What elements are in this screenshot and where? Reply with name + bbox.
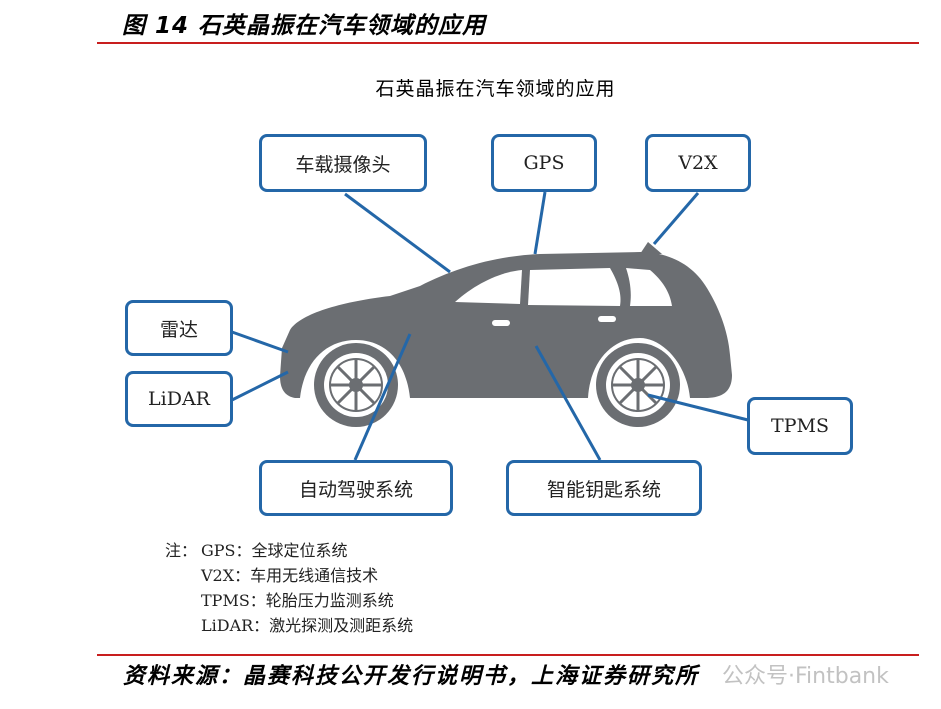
front-window (455, 270, 522, 304)
door-handle-front (492, 320, 510, 326)
label-tpms: TPMS (747, 397, 853, 455)
connector-radar (231, 330, 289, 354)
rear-window (528, 268, 621, 306)
connector-autonomous (353, 333, 412, 461)
figure-title: 图 14 石英晶振在汽车领域的应用 (122, 13, 487, 39)
note-row: LiDAR ：激光探测及测距系统 (165, 613, 413, 638)
label-smart-key: 智能钥匙系统 (506, 460, 702, 516)
front-wheel (314, 343, 398, 427)
note-prefix: 注： (165, 541, 198, 560)
label-camera: 车载摄像头 (259, 134, 427, 192)
note-row: 注： GPS ：全球定位系统 (165, 538, 413, 563)
connector-smart-key (534, 345, 602, 461)
label-v2x: V2X (645, 134, 751, 192)
watermark: 公众号·Fintbank (722, 664, 889, 689)
rear-wheel (596, 343, 680, 427)
back-window (626, 268, 672, 306)
diagram-title: 石英晶振在汽车领域的应用 (375, 78, 616, 100)
note-row: V2X ：车用无线通信技术 (165, 563, 413, 588)
note-term: LiDAR (201, 616, 254, 635)
title-rule (97, 42, 919, 44)
antenna-fin (640, 242, 662, 254)
connector-gps (533, 191, 547, 255)
label-autonomous: 自动驾驶系统 (259, 460, 453, 516)
note-desc: ：全球定位系统 (235, 541, 348, 560)
notes: 注： GPS ：全球定位系统 V2X ：车用无线通信技术 TPMS ：轮胎压力监… (165, 538, 413, 638)
connector-camera (344, 192, 451, 274)
label-gps: GPS (491, 134, 597, 192)
connector-v2x (652, 192, 700, 245)
source-rule (97, 654, 919, 656)
label-radar: 雷达 (125, 300, 233, 356)
note-row: TPMS ：轮胎压力监测系统 (165, 588, 413, 613)
note-term: TPMS (201, 591, 250, 610)
label-lidar: LiDAR (125, 371, 233, 427)
connector-lidar (231, 370, 289, 402)
note-term: GPS (201, 541, 236, 560)
note-desc: ：轮胎压力监测系统 (249, 591, 394, 610)
note-term: V2X (201, 566, 235, 585)
door-handle-rear (598, 316, 616, 322)
note-desc: ：车用无线通信技术 (234, 566, 379, 585)
note-desc: ：激光探测及测距系统 (253, 616, 414, 635)
connector-tpms (647, 393, 749, 422)
source-note: 资料来源：晶赛科技公开发行说明书，上海证券研究所 (123, 664, 700, 689)
